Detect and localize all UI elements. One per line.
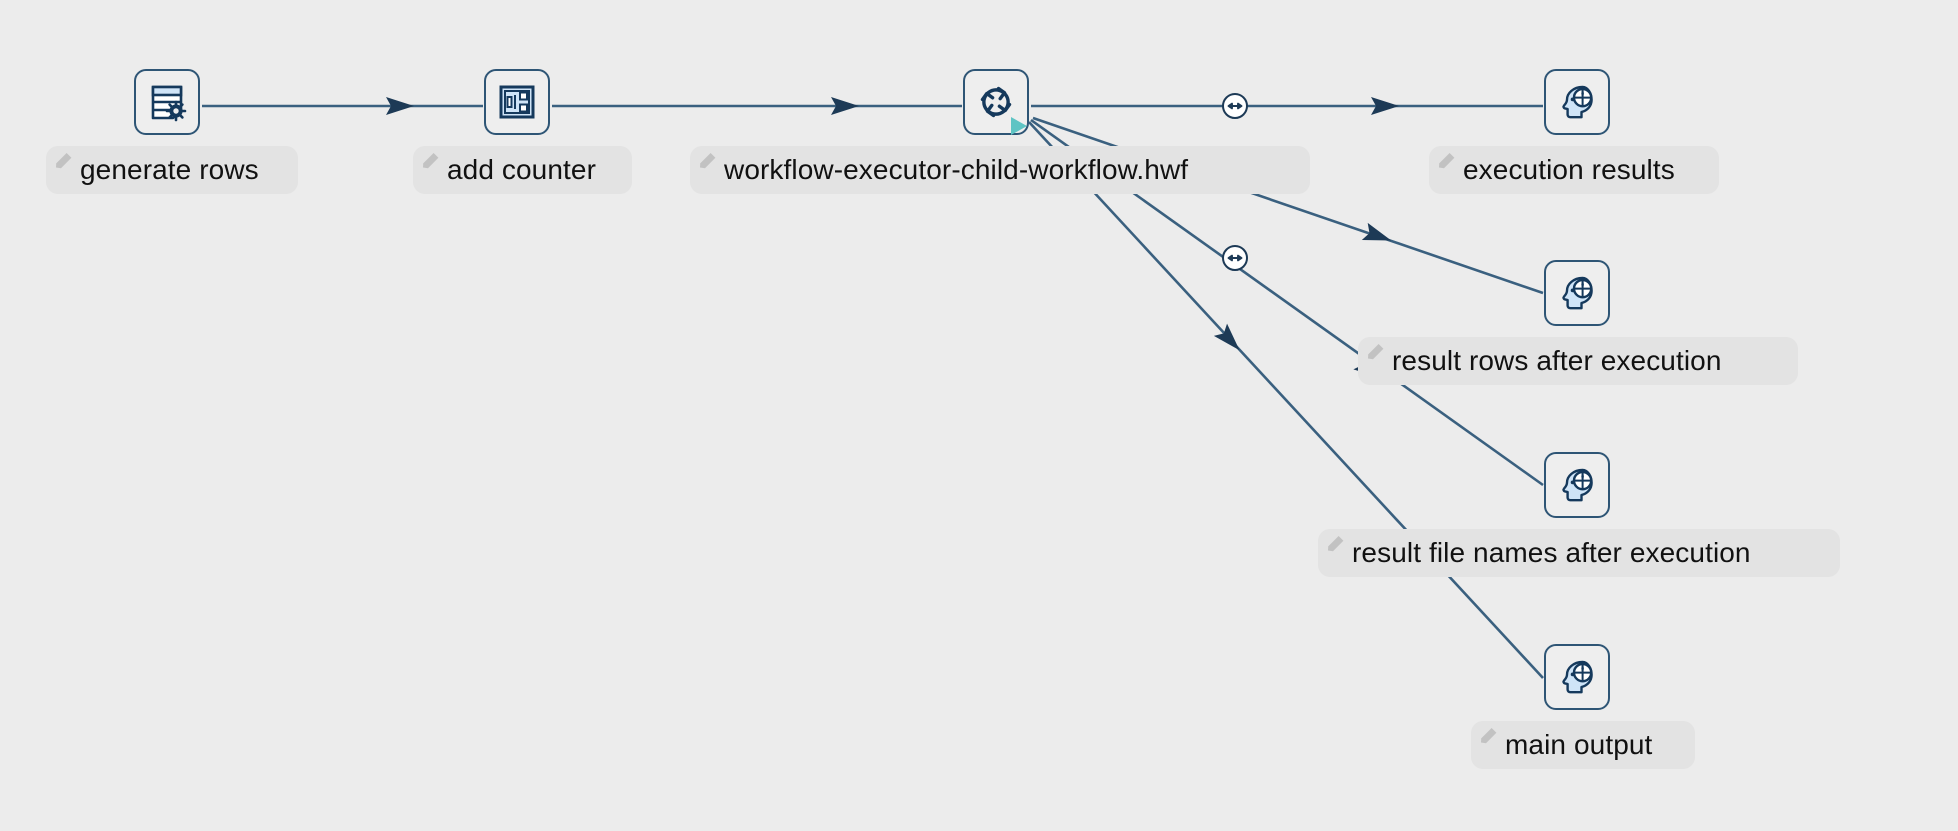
- workflow-executor-icon: [973, 79, 1019, 125]
- edit-pencil-icon[interactable]: [53, 150, 75, 172]
- node-label-execution-results[interactable]: execution results: [1429, 146, 1719, 194]
- edit-pencil-icon[interactable]: [420, 150, 442, 172]
- node-main-output[interactable]: [1544, 644, 1610, 710]
- arrowhead-workflow-executor-to-execution-results: [1371, 97, 1399, 115]
- node-label-main-output[interactable]: main output: [1471, 721, 1695, 769]
- add-sequence-icon: [497, 82, 537, 122]
- edit-pencil-icon[interactable]: [1436, 150, 1458, 172]
- edit-pencil-icon[interactable]: [1478, 725, 1500, 747]
- dummy-head-icon: [1555, 655, 1599, 699]
- dummy-head-icon: [1555, 463, 1599, 507]
- edit-pencil-icon[interactable]: [697, 150, 719, 172]
- node-label-result-file-names-after-execution[interactable]: result file names after execution: [1318, 529, 1840, 577]
- dummy-head-icon: [1555, 80, 1599, 124]
- node-add-counter[interactable]: [484, 69, 550, 135]
- node-label-add-counter[interactable]: add counter: [413, 146, 632, 194]
- node-workflow-executor-child-workflow[interactable]: [963, 69, 1029, 135]
- node-result-file-names-after-execution[interactable]: [1544, 452, 1610, 518]
- edge-workflow-executor-to-result-rows[interactable]: [1032, 116, 1544, 295]
- arrowhead-workflow-executor-to-result-rows: [1361, 222, 1392, 241]
- arrowhead-generate-rows-to-add-counter: [386, 97, 414, 115]
- arrowhead-add-counter-to-workflow-executor: [831, 97, 859, 115]
- node-label-text: result file names after execution: [1352, 537, 1751, 568]
- node-label-text: result rows after execution: [1392, 345, 1722, 376]
- distribute-copies-icon[interactable]: [1222, 93, 1248, 119]
- table-gear-icon: [145, 80, 189, 124]
- edit-pencil-icon[interactable]: [1325, 533, 1347, 555]
- node-label-text: execution results: [1463, 154, 1675, 185]
- node-label-workflow-executor-child-workflow[interactable]: workflow-executor-child-workflow.hwf: [690, 146, 1310, 194]
- node-label-text: add counter: [447, 154, 596, 185]
- distribute-copies-icon[interactable]: [1222, 245, 1248, 271]
- node-label-text: generate rows: [80, 154, 259, 185]
- node-execution-results[interactable]: [1544, 69, 1610, 135]
- play-triangle-icon: [1005, 113, 1031, 139]
- node-label-generate-rows[interactable]: generate rows: [46, 146, 298, 194]
- node-result-rows-after-execution[interactable]: [1544, 260, 1610, 326]
- node-label-text: workflow-executor-child-workflow.hwf: [724, 154, 1189, 185]
- dummy-head-icon: [1555, 271, 1599, 315]
- node-label-result-rows-after-execution[interactable]: result rows after execution: [1358, 337, 1798, 385]
- node-label-text: main output: [1505, 729, 1653, 760]
- node-generate-rows[interactable]: [134, 69, 200, 135]
- arrowhead-workflow-executor-to-main-output: [1213, 323, 1240, 351]
- edit-pencil-icon[interactable]: [1365, 341, 1387, 363]
- edge-workflow-executor-to-main-output[interactable]: [1028, 121, 1544, 679]
